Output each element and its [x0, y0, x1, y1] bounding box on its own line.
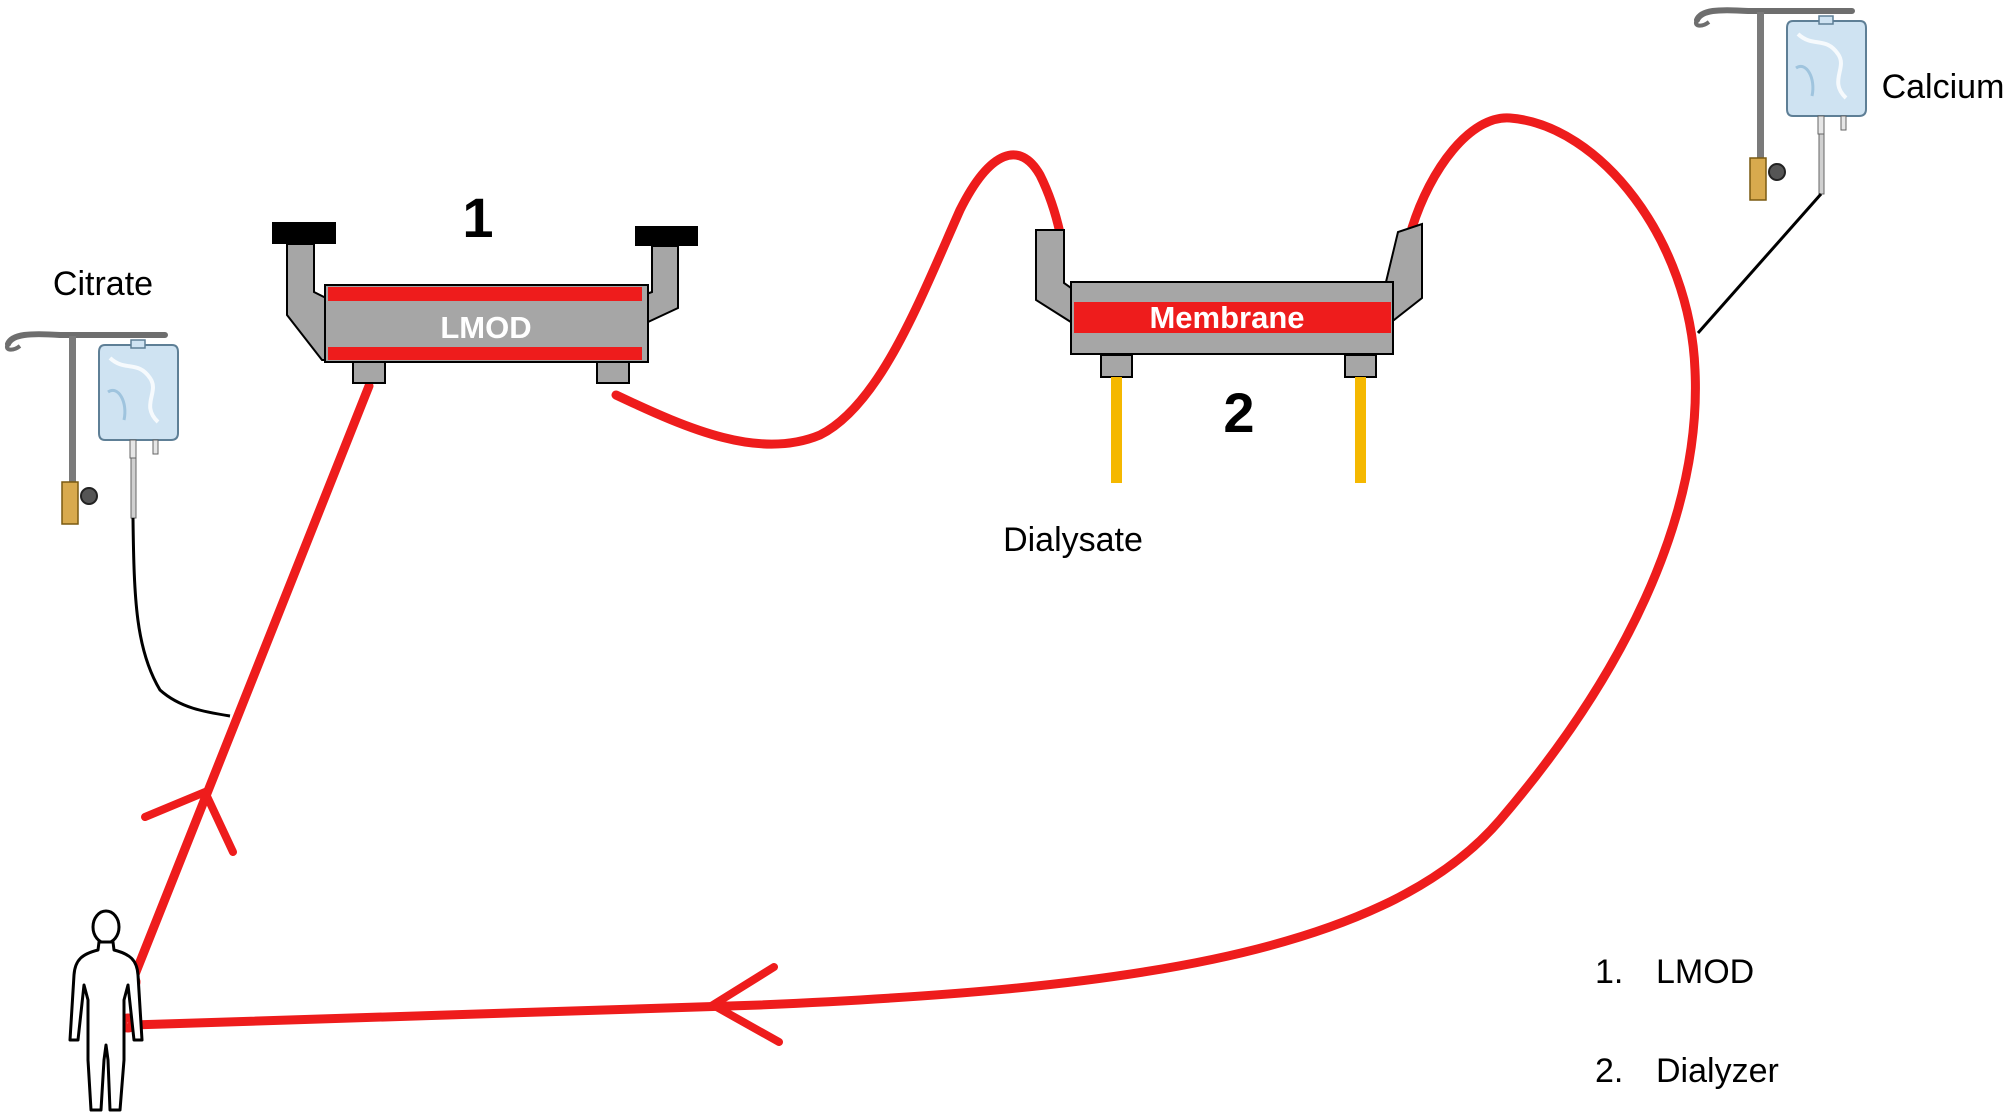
calcium-infusion-line — [1696, 193, 1823, 334]
return-line — [127, 113, 1700, 1030]
blood-circuit — [118, 113, 1700, 1033]
lmod-number: 1 — [462, 186, 493, 249]
legend-item-2-number: 2. — [1595, 1052, 1623, 1090]
citrate-iv-set — [5, 331, 231, 718]
legend: 1. LMOD 2. Dialyzer — [1595, 953, 1779, 1090]
dialyzer-number: 2 — [1223, 381, 1254, 444]
flow-arrow-icon — [705, 963, 783, 1046]
legend-item-2-text: Dialyzer — [1656, 1052, 1779, 1090]
lmod-to-dialyzer-line — [611, 150, 1065, 449]
citrate-infusion-line — [131, 517, 231, 718]
dialyzer-device — [1035, 222, 1423, 483]
dialysate-tube-in — [1111, 377, 1122, 483]
arterial-line — [127, 381, 374, 987]
calcium-label: Calcium — [1882, 68, 2005, 106]
calcium-iv-set — [1694, 7, 1867, 334]
dialysate-label: Dialysate — [1003, 521, 1143, 559]
citrate-label: Citrate — [53, 265, 153, 303]
person-icon — [68, 909, 144, 1112]
legend-item-1-text: LMOD — [1656, 953, 1754, 991]
iv-bag-icon — [1694, 7, 1867, 201]
dialysate-tube-out — [1355, 377, 1366, 483]
iv-bag-icon — [5, 331, 179, 525]
flow-arrow-icon — [141, 786, 237, 856]
lmod-device-label: LMOD — [440, 310, 531, 345]
membrane-label: Membrane — [1149, 300, 1304, 335]
lmod-device — [272, 222, 698, 384]
legend-item-1-number: 1. — [1595, 953, 1623, 991]
